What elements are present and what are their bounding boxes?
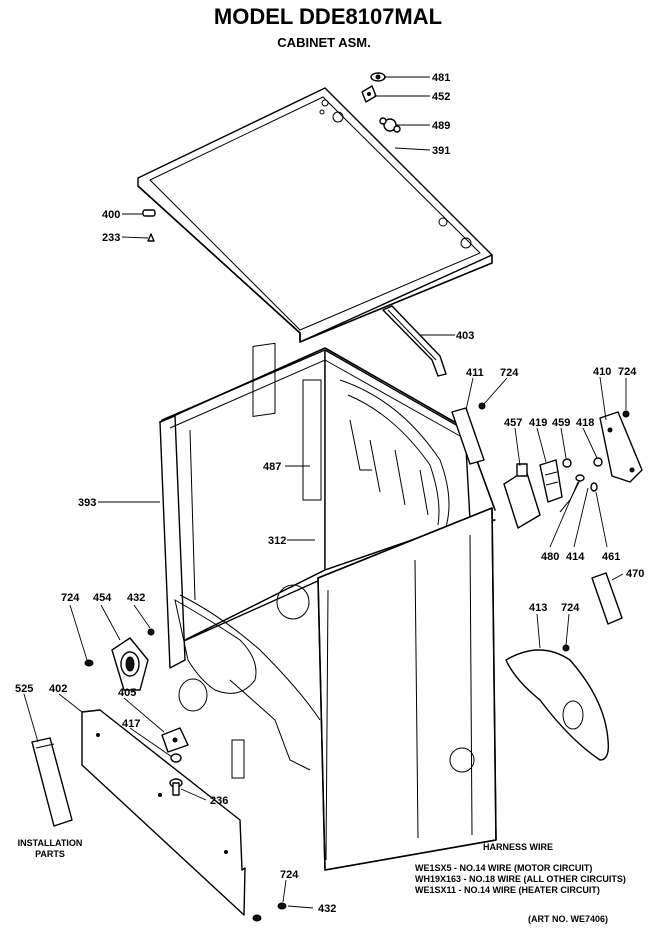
label-461: 461 — [602, 551, 620, 563]
label-233: 233 — [102, 232, 120, 244]
label-236: 236 — [210, 795, 228, 807]
mount-405 — [161, 727, 189, 753]
installation-parts-label-line2: PARTS — [35, 849, 65, 859]
label-312: 312 — [268, 535, 286, 547]
label-470: 470 — [626, 568, 644, 580]
label-417: 417 — [122, 718, 140, 730]
bracket-411 — [451, 407, 485, 465]
terminal-block-457 — [503, 463, 541, 529]
clip-452 — [361, 85, 377, 103]
label-459: 459 — [552, 417, 570, 429]
cabinet-body — [159, 342, 496, 779]
harness-line-2: WH19X163 - NO.18 WIRE (ALL OTHER CIRCUIT… — [415, 874, 626, 884]
label-393: 393 — [78, 497, 96, 509]
label-724-d: 724 — [561, 602, 580, 614]
harness-heading: HARNESS WIRE — [483, 842, 553, 852]
screw-724-410 — [622, 410, 630, 418]
toe-panel-402 — [81, 709, 246, 916]
label-454: 454 — [93, 592, 112, 604]
bumper-489 — [379, 117, 401, 133]
art-number: (ART NO. WE7406) — [528, 914, 608, 924]
leader-lines — [23, 76, 627, 909]
label-724-c: 724 — [61, 592, 80, 604]
bracket-454 — [111, 637, 149, 691]
front-panel — [317, 507, 497, 871]
label-432-a: 432 — [127, 592, 145, 604]
hinge-481 — [370, 72, 386, 82]
label-400: 400 — [102, 209, 120, 221]
top-cover — [137, 87, 493, 343]
wire-480 — [559, 474, 585, 513]
diagram-subtitle: CABINET ASM. — [277, 35, 370, 50]
label-403: 403 — [456, 330, 474, 342]
switch-419 — [539, 459, 563, 503]
label-480: 480 — [541, 551, 559, 563]
part-461 — [590, 482, 598, 492]
part-418 — [593, 457, 603, 467]
screw-432-upper — [147, 628, 155, 636]
label-432-b: 432 — [318, 903, 336, 915]
label-413: 413 — [529, 602, 547, 614]
label-724-e: 724 — [280, 869, 299, 881]
label-724-a: 724 — [500, 367, 519, 379]
part-459 — [562, 458, 572, 468]
label-391: 391 — [432, 145, 450, 157]
label-457: 457 — [504, 417, 522, 429]
harness-line-3: WE1SX11 - NO.14 WIRE (HEATER CIRCUIT) — [415, 885, 600, 895]
label-489: 489 — [432, 120, 450, 132]
installation-bag-525 — [31, 737, 73, 827]
diagram-title: MODEL DDE8107MAL — [214, 4, 442, 29]
installation-parts-label-line1: INSTALLATION — [18, 838, 83, 848]
hinge-bar-403 — [382, 305, 447, 377]
label-724-b: 724 — [618, 366, 637, 378]
screw-724-413 — [562, 644, 570, 652]
harness-wire-notes: HARNESS WIRE WE1SX5 - NO.14 WIRE (MOTOR … — [415, 842, 626, 895]
label-414: 414 — [566, 551, 585, 563]
screw-724-bottom — [252, 914, 262, 922]
screw-724-411 — [478, 402, 486, 410]
bracket-410 — [599, 411, 643, 483]
leg-417 — [170, 753, 182, 763]
part-labels: 481 452 489 391 400 233 403 411 724 410 … — [15, 72, 644, 915]
label-481: 481 — [432, 72, 450, 84]
label-525: 525 — [15, 683, 33, 695]
harness-line-1: WE1SX5 - NO.14 WIRE (MOTOR CIRCUIT) — [415, 863, 592, 873]
screw-400 — [142, 209, 156, 217]
screw-432-bottom — [277, 902, 287, 910]
label-410: 410 — [593, 366, 611, 378]
label-452: 452 — [432, 91, 450, 103]
label-487: 487 — [263, 461, 281, 473]
cover-470 — [591, 572, 623, 625]
label-402: 402 — [49, 683, 67, 695]
label-419: 419 — [529, 417, 547, 429]
screw-233 — [147, 233, 155, 242]
duct-cover-413 — [505, 649, 610, 761]
label-418: 418 — [576, 417, 594, 429]
screw-724-left — [84, 659, 94, 667]
label-405: 405 — [118, 687, 136, 699]
leveling-leg-236 — [169, 778, 183, 796]
label-411: 411 — [466, 367, 484, 379]
